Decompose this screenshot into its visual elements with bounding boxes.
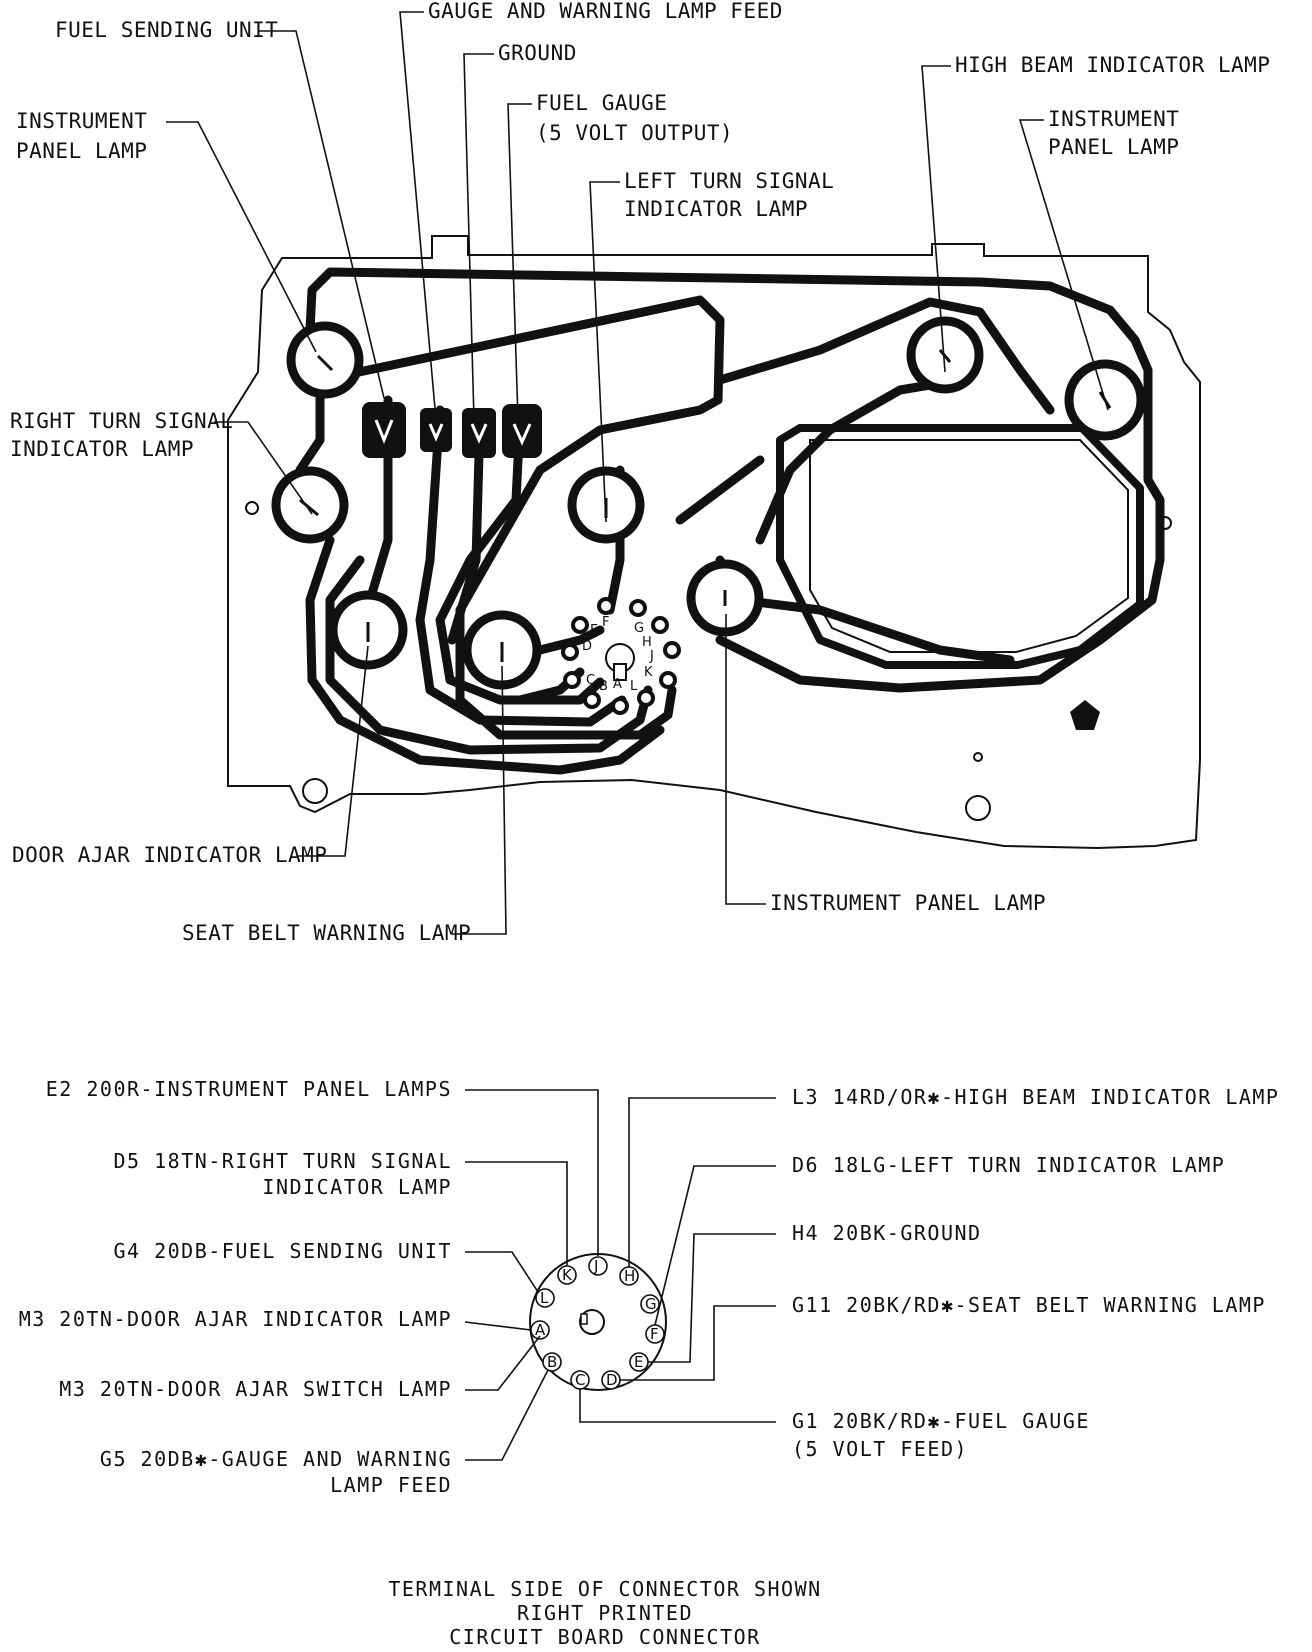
label-fuel-gauge-output: (5 VOLT OUTPUT) [536,121,733,145]
label-right-turn: RIGHT TURN SIGNAL [10,409,233,433]
connector-pin-g: G [640,1294,660,1314]
board-pin-label: E [590,623,598,638]
lamp-socket-door-ajar [328,590,408,670]
board-pin-label: H [642,635,652,650]
label-ip-lamp-left: INSTRUMENT [16,109,147,133]
label-right-turn-2: INDICATOR LAMP [10,437,194,461]
label-high-beam: HIGH BEAM INDICATOR LAMP [955,53,1270,77]
board-pin-label: F [602,615,609,630]
label-gauge-warning-feed: GAUGE AND WARNING LAMP FEED [428,0,783,23]
board-pin-label: K [644,665,653,680]
label-e2: E2 200R-INSTRUMENT PANEL LAMPS [46,1077,452,1101]
gauge-terminals [362,402,542,458]
connector-pin-label: D [606,1371,618,1389]
board-pin-label: B [599,679,608,694]
label-m3-door-lamp: M3 20TN-DOOR AJAR INDICATOR LAMP [19,1307,452,1331]
connector-callouts: E2 200R-INSTRUMENT PANEL LAMPS D5 18TN-R… [19,1077,1279,1497]
label-g5: G5 20DB✱-GAUGE AND WARNING [100,1447,452,1471]
label-left-turn: LEFT TURN SIGNAL [624,169,834,193]
label-fuel-sending-unit: FUEL SENDING UNIT [55,18,278,42]
label-l3: L3 14RD/OR✱-HIGH BEAM INDICATOR LAMP [792,1085,1279,1109]
connector-pin-label: A [535,1321,546,1339]
board-pin-label: A [613,677,622,692]
connector-pin-h: H [619,1266,639,1286]
board-outline [227,235,1201,850]
pentastar-logo [1070,700,1100,730]
board-traces [295,267,1165,775]
connector-face: A B C D E F G H J K L [529,1253,667,1391]
label-d5-2: INDICATOR LAMP [262,1175,452,1199]
label-ip-lamp-right: INSTRUMENT [1048,107,1179,131]
caption-line-2: RIGHT PRINTED [517,1601,693,1625]
label-d5: D5 18TN-RIGHT TURN SIGNAL [113,1149,452,1173]
connector-pin-c: C [570,1370,590,1390]
label-h4: H4 20BK-GROUND [792,1221,982,1245]
caption-line-3: CIRCUIT BOARD CONNECTOR [449,1625,760,1649]
label-g11: G11 20BK/RD✱-SEAT BELT WARNING LAMP [792,1293,1266,1317]
connector-pin-k: K [557,1265,577,1285]
connector-pin-j: J [588,1256,608,1276]
label-g4: G4 20DB-FUEL SENDING UNIT [113,1239,452,1263]
label-door-ajar: DOOR AJAR INDICATOR LAMP [12,843,327,867]
caption-line-1: TERMINAL SIDE OF CONNECTOR SHOWN [388,1577,821,1601]
connector-pin-label: J [593,1257,598,1275]
label-ip-lamp-bottom: INSTRUMENT PANEL LAMP [770,891,1046,915]
connector-pin-f: F [645,1324,665,1344]
connector-pin-d: D [601,1370,621,1390]
label-g1: G1 20BK/RD✱-FUEL GAUGE [792,1409,1090,1433]
connector-pin-label: G [645,1295,657,1313]
connector-pin-label: K [562,1266,573,1284]
label-g1-2: (5 VOLT FEED) [792,1437,968,1461]
connector-pin-label: F [650,1325,659,1343]
connector-pin-label: C [575,1371,585,1389]
connector-pin-l: L [535,1288,555,1308]
connector-pin-e: E [629,1352,649,1372]
lamp-socket-ip-left [286,321,364,399]
lamp-socket-right-turn [271,466,349,544]
label-g5-2: LAMP FEED [330,1473,452,1497]
label-seat-belt: SEAT BELT WARNING LAMP [182,921,471,945]
connector-pin-label: E [634,1353,643,1371]
board-connector: A B C D E F G H J K L [561,597,681,715]
board-pin-label: G [634,621,644,636]
board-pin-label: J [649,649,654,664]
caption: TERMINAL SIDE OF CONNECTOR SHOWN RIGHT P… [388,1577,821,1649]
label-left-turn-2: INDICATOR LAMP [624,197,808,221]
board-callouts: FUEL SENDING UNIT GAUGE AND WARNING LAMP… [10,0,1270,945]
lamp-socket-ip-bottom [686,559,764,637]
lamp-socket-high-beam [906,316,984,394]
connector-pin-label: B [547,1353,557,1371]
connector-pin-label: L [540,1289,549,1307]
label-ip-lamp-left-2: PANEL LAMP [16,139,147,163]
label-fuel-gauge: FUEL GAUGE [536,91,667,115]
connector-pin-b: B [542,1352,562,1372]
board-pin-label: C [586,673,595,688]
label-d6: D6 18LG-LEFT TURN INDICATOR LAMP [792,1153,1225,1177]
board-pin-label: D [582,639,592,654]
label-m3-door-switch: M3 20TN-DOOR AJAR SWITCH LAMP [59,1377,452,1401]
connector-pin-label: H [624,1267,635,1285]
label-ground: GROUND [498,41,577,65]
label-ip-lamp-right-2: PANEL LAMP [1048,135,1179,159]
board-pin-label: L [630,679,638,694]
